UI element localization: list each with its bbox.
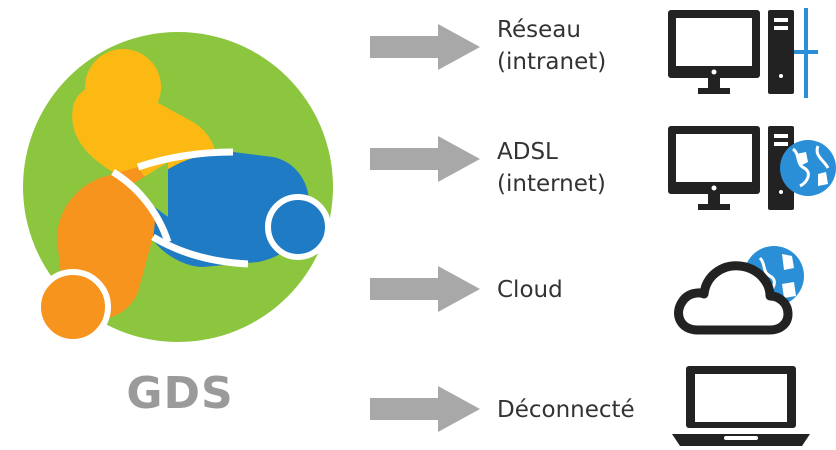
arrow-icon — [370, 386, 480, 432]
desktop-globe-icon — [668, 126, 836, 210]
brand-name: GDS — [126, 368, 234, 419]
connection-label-internet: ADSL (internet) — [497, 139, 606, 197]
cloud-globe-icon — [674, 246, 804, 335]
arrow-icon — [370, 266, 480, 312]
connection-label-cloud: Cloud — [497, 277, 563, 303]
connection-label-intranet: Réseau (intranet) — [497, 17, 607, 75]
arrow-icon — [370, 24, 480, 70]
gds-logo — [23, 32, 333, 342]
desktop-network-icon — [668, 8, 818, 98]
laptop-icon — [672, 366, 810, 446]
connection-label-disconnected: Déconnecté — [497, 397, 635, 423]
arrow-icon — [370, 136, 480, 182]
